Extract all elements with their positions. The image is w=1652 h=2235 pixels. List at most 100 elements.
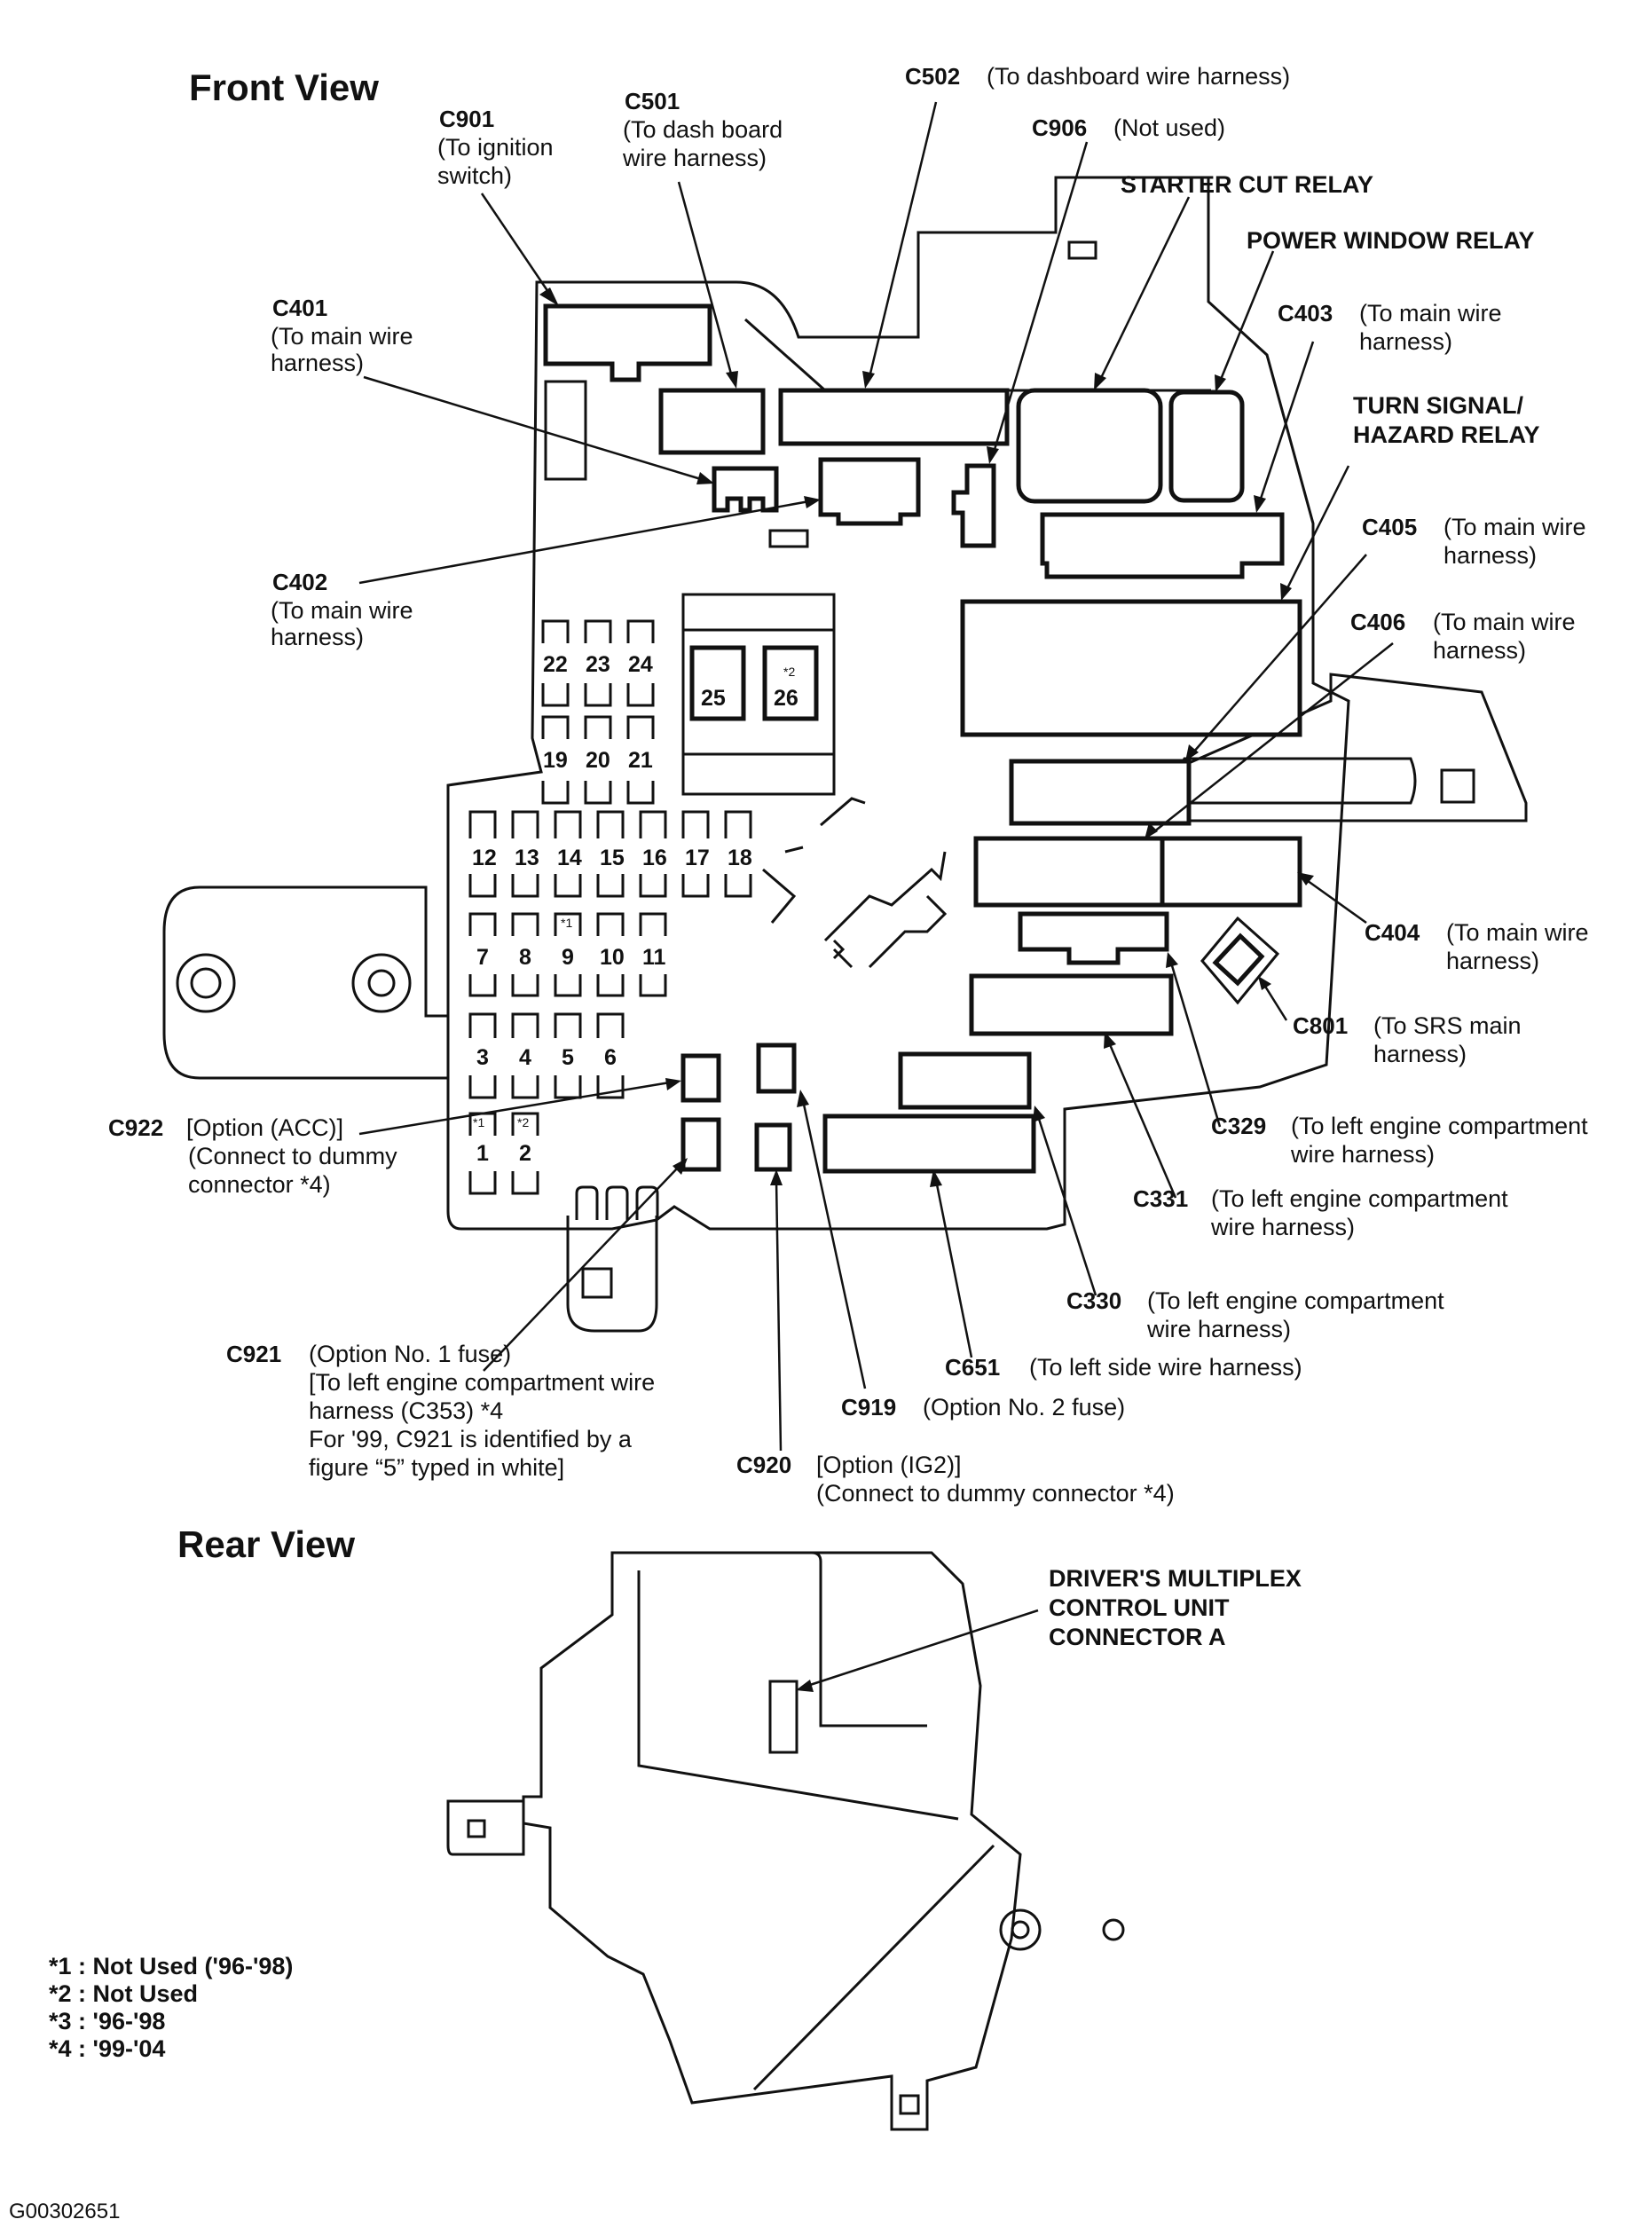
label-c405-code: C405 xyxy=(1362,514,1417,540)
note-2: *2 : Not Used xyxy=(49,1980,198,2007)
fuse-numbers: 22 23 24 19 20 21 25 26 *2 12 13 14 15 1… xyxy=(472,652,798,1166)
label-c403-line1: (To main wire xyxy=(1359,300,1502,327)
rear-fuse-box-outline xyxy=(446,1551,1125,2131)
label-driver-line1: DRIVER'S MULTIPLEX xyxy=(1049,1565,1302,1592)
fuse-num-10: 10 xyxy=(600,945,625,970)
c919-connector xyxy=(756,1043,797,1094)
c406-connector xyxy=(973,836,1165,908)
front-view-title: Front View xyxy=(189,67,379,108)
c501-connector xyxy=(658,388,766,455)
label-c331-code: C331 xyxy=(1133,1185,1188,1212)
label-c329-line2: wire harness) xyxy=(1290,1141,1435,1168)
c502-connector xyxy=(778,388,1010,446)
label-c501-code: C501 xyxy=(625,88,680,114)
c402-connector xyxy=(818,457,921,526)
label-c403-line2: harness) xyxy=(1359,328,1452,355)
label-c922-line3: connector *4) xyxy=(188,1171,331,1198)
note-3: *3 : '96-'98 xyxy=(49,2008,165,2034)
label-c501-line1: (To dash board xyxy=(623,116,783,143)
label-c901-line1: (To ignition xyxy=(437,134,554,161)
fuse-2-mark: *2 xyxy=(517,1115,529,1129)
label-c501-line2: wire harness) xyxy=(622,145,767,171)
c906-connector xyxy=(951,463,996,548)
label-c402-code: C402 xyxy=(272,569,327,595)
fuse-slots-22-24 xyxy=(541,619,655,805)
label-c330-line2: wire harness) xyxy=(1146,1316,1291,1342)
label-c404-code: C404 xyxy=(1365,919,1420,946)
fuse-num-6: 6 xyxy=(604,1045,617,1070)
fuse-num-16: 16 xyxy=(642,846,667,870)
fuse-num-25: 25 xyxy=(701,686,726,711)
fuse-num-13: 13 xyxy=(515,846,539,870)
fuse-26 xyxy=(762,645,819,721)
fuse-num-24: 24 xyxy=(628,652,653,677)
label-c405-line2: harness) xyxy=(1444,542,1537,569)
label-c921-line3: harness (C353) *4 xyxy=(309,1397,503,1424)
fuse-num-2: 2 xyxy=(519,1141,531,1166)
label-c921-code: C921 xyxy=(226,1341,281,1367)
label-c502-desc: (To dashboard wire harness) xyxy=(987,63,1290,90)
c329-connector xyxy=(1018,911,1169,965)
label-c906-desc: (Not used) xyxy=(1113,114,1225,141)
label-driver-line3: CONNECTOR A xyxy=(1049,1624,1226,1650)
label-c922-line1: [Option (ACC)] xyxy=(186,1114,343,1141)
fuse-num-26: 26 xyxy=(774,686,798,711)
label-c402-line2: harness) xyxy=(271,624,364,650)
label-c906-code: C906 xyxy=(1032,114,1087,141)
label-turn-signal-line1: TURN SIGNAL/ xyxy=(1353,392,1523,419)
fuse-num-4: 4 xyxy=(519,1045,531,1070)
fuse-num-14: 14 xyxy=(557,846,582,870)
turn-signal-relay xyxy=(960,599,1302,737)
c404-connector xyxy=(1160,836,1302,908)
label-power-window-relay: POWER WINDOW RELAY xyxy=(1247,227,1535,254)
fuse-25 xyxy=(689,645,746,721)
c403-connector xyxy=(1040,512,1285,579)
c901-connector xyxy=(543,303,712,382)
leader-lines xyxy=(358,101,1394,1692)
fuse-num-20: 20 xyxy=(586,748,610,773)
fuse-slots-12-18 xyxy=(468,810,752,898)
label-c919-desc: (Option No. 2 fuse) xyxy=(923,1394,1125,1420)
label-c404-line1: (To main wire xyxy=(1446,919,1589,946)
c331-connector xyxy=(969,973,1174,1036)
label-c330-code: C330 xyxy=(1066,1287,1121,1314)
label-c801-line2: harness) xyxy=(1373,1041,1467,1067)
note-4: *4 : '99-'04 xyxy=(49,2035,165,2062)
label-c406-code: C406 xyxy=(1350,609,1405,635)
label-c406-line2: harness) xyxy=(1433,637,1526,664)
labels: C901 (To ignition switch) C501 (To dash … xyxy=(108,63,1589,1507)
fuse-num-22: 22 xyxy=(543,652,568,677)
label-c901-code: C901 xyxy=(439,106,494,132)
label-c922-code: C922 xyxy=(108,1114,163,1141)
c401-connector xyxy=(712,466,779,513)
fuse-num-5: 5 xyxy=(562,1045,574,1070)
reference-id: G00302651 xyxy=(9,2200,120,2223)
label-c901-line2: switch) xyxy=(437,162,512,189)
label-c403-code: C403 xyxy=(1278,300,1333,327)
label-c921-line1: (Option No. 1 fuse) xyxy=(309,1341,511,1367)
fuse-slots-3-6 xyxy=(468,1012,625,1099)
label-c329-line1: (To left engine compartment xyxy=(1291,1113,1588,1139)
fuse-slots-7-11 xyxy=(468,912,667,997)
label-c404-line2: harness) xyxy=(1446,948,1539,974)
label-c331-line2: wire harness) xyxy=(1210,1214,1355,1240)
label-c920-code: C920 xyxy=(736,1452,791,1478)
label-c921-line4: For '99, C921 is identified by a xyxy=(309,1426,633,1452)
label-c330-line1: (To left engine compartment xyxy=(1147,1287,1444,1314)
label-driver-line2: CONTROL UNIT xyxy=(1049,1594,1230,1621)
c920-connector xyxy=(754,1122,792,1172)
label-c502-code: C502 xyxy=(905,63,960,90)
fuse-num-1: 1 xyxy=(476,1141,489,1166)
rear-view-title: Rear View xyxy=(177,1523,355,1565)
fuse-num-9: 9 xyxy=(562,945,574,970)
connectors xyxy=(543,303,1302,1174)
label-c331-line1: (To left engine compartment xyxy=(1211,1185,1508,1212)
footnotes: *1 : Not Used ('96-'98) *2 : Not Used *3… xyxy=(49,1953,293,2062)
c801-connector xyxy=(1200,916,1280,1005)
fuse-9-mark: *1 xyxy=(561,916,572,930)
fuse-num-8: 8 xyxy=(519,945,531,970)
label-c919-code: C919 xyxy=(841,1394,896,1420)
power-window-relay xyxy=(1168,390,1245,503)
fuse-1-mark: *1 xyxy=(473,1115,484,1129)
